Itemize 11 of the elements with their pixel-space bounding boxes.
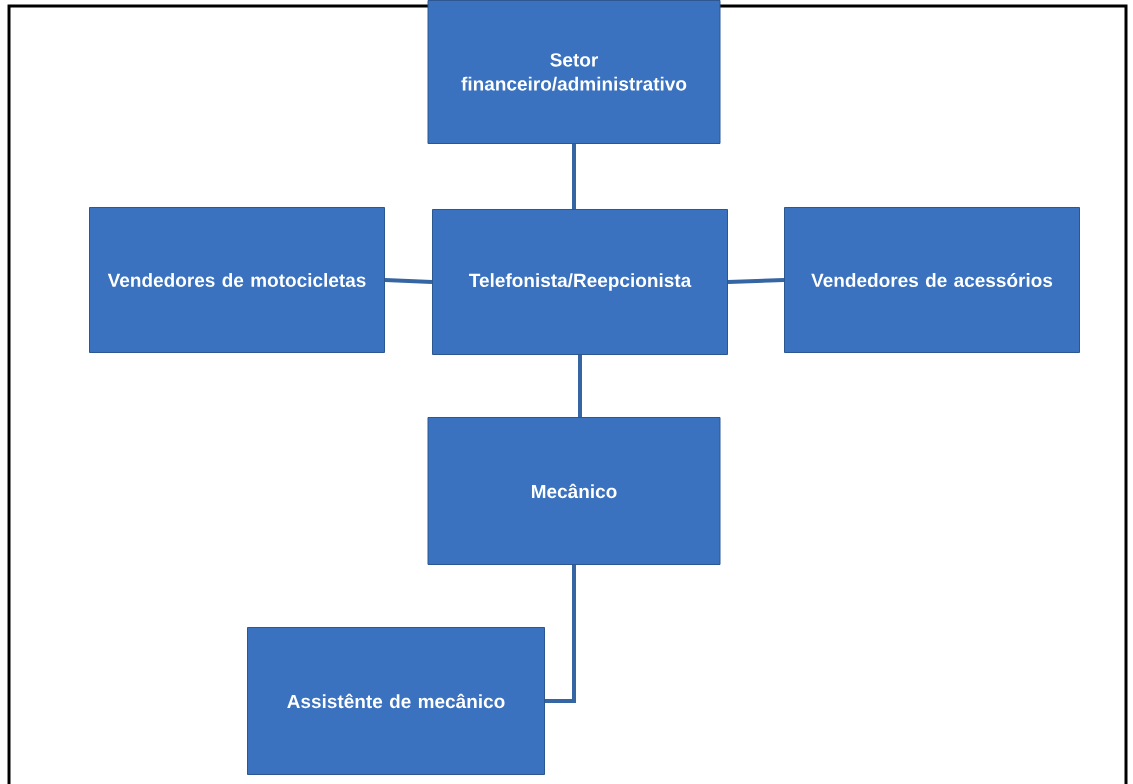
connector-line — [572, 144, 576, 209]
org-box: Telefonista/Reepcionista — [432, 209, 728, 355]
connector-line — [727, 278, 785, 284]
org-box: Assistênte de mecânico — [247, 627, 545, 775]
connector-line — [545, 565, 576, 703]
connector-line — [578, 355, 582, 417]
connector-line — [384, 278, 433, 284]
org-box: Vendedores de motocicletas — [89, 207, 385, 353]
org-box: Mecânico — [427, 417, 721, 565]
org-box: Setor financeiro/administrativo — [427, 0, 721, 144]
org-box: Vendedores de acessórios — [784, 207, 1080, 353]
